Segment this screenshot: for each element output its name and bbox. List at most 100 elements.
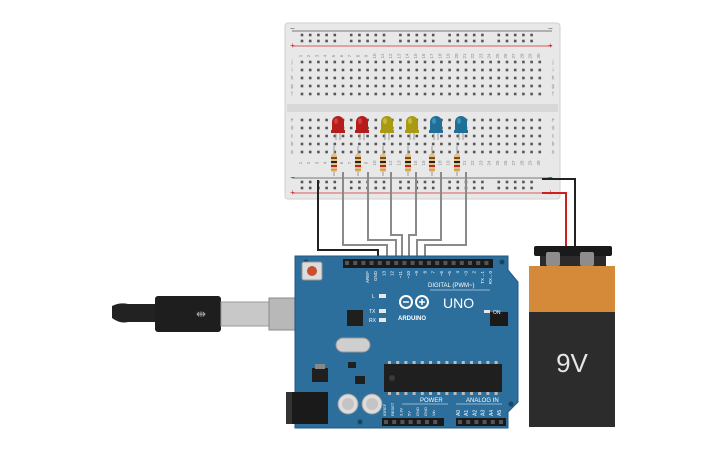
terminal-hole[interactable] xyxy=(538,126,542,130)
terminal-hole[interactable] xyxy=(308,126,312,130)
terminal-hole[interactable] xyxy=(308,60,312,64)
header-pin[interactable] xyxy=(468,261,472,265)
terminal-hole[interactable] xyxy=(440,92,443,96)
power-pin[interactable] xyxy=(408,420,413,424)
header-pin[interactable] xyxy=(410,261,415,265)
terminal-hole[interactable] xyxy=(358,142,361,146)
rail-hole[interactable] xyxy=(399,33,402,37)
power-pin[interactable] xyxy=(400,420,405,424)
terminal-hole[interactable] xyxy=(300,76,304,80)
terminal-hole[interactable] xyxy=(407,76,410,80)
terminal-hole[interactable] xyxy=(456,92,460,96)
terminal-hole[interactable] xyxy=(423,68,427,72)
terminal-hole[interactable] xyxy=(489,142,492,146)
terminal-hole[interactable] xyxy=(415,76,419,80)
terminal-hole[interactable] xyxy=(341,150,345,154)
rail-hole[interactable] xyxy=(456,39,460,43)
power-pin[interactable] xyxy=(392,420,397,424)
rail-hole[interactable] xyxy=(407,186,410,190)
terminal-hole[interactable] xyxy=(448,84,451,88)
terminal-hole[interactable] xyxy=(366,68,369,72)
header-pin[interactable] xyxy=(386,261,390,265)
rail-hole[interactable] xyxy=(300,39,304,43)
terminal-hole[interactable] xyxy=(522,76,525,80)
terminal-hole[interactable] xyxy=(431,76,435,80)
terminal-hole[interactable] xyxy=(472,92,476,96)
rail-hole[interactable] xyxy=(407,39,410,43)
terminal-hole[interactable] xyxy=(464,150,468,154)
rail-hole[interactable] xyxy=(308,180,312,184)
terminal-hole[interactable] xyxy=(407,84,410,88)
terminal-hole[interactable] xyxy=(530,126,533,130)
terminal-hole[interactable] xyxy=(497,142,501,146)
terminal-hole[interactable] xyxy=(431,92,435,96)
terminal-hole[interactable] xyxy=(317,142,320,146)
terminal-hole[interactable] xyxy=(366,92,369,96)
terminal-hole[interactable] xyxy=(349,60,353,64)
terminal-hole[interactable] xyxy=(431,60,435,64)
rail-hole[interactable] xyxy=(522,186,525,190)
terminal-hole[interactable] xyxy=(390,84,394,88)
header-pin[interactable] xyxy=(427,261,431,265)
power-jack[interactable] xyxy=(286,392,328,424)
terminal-hole[interactable] xyxy=(481,68,484,72)
terminal-hole[interactable] xyxy=(538,118,542,122)
terminal-hole[interactable] xyxy=(448,76,451,80)
analog-pin[interactable] xyxy=(466,420,471,424)
resistor[interactable] xyxy=(355,146,361,176)
header-pin[interactable] xyxy=(443,261,448,265)
terminal-hole[interactable] xyxy=(407,150,410,154)
terminal-hole[interactable] xyxy=(382,60,386,64)
terminal-hole[interactable] xyxy=(513,150,517,154)
rail-hole[interactable] xyxy=(308,33,312,37)
terminal-hole[interactable] xyxy=(505,68,509,72)
usb-cable[interactable]: ⇹ xyxy=(112,296,326,332)
header-pin[interactable] xyxy=(369,261,374,265)
terminal-hole[interactable] xyxy=(472,60,476,64)
terminal-hole[interactable] xyxy=(464,76,468,80)
terminal-hole[interactable] xyxy=(341,60,345,64)
rail-hole[interactable] xyxy=(448,180,451,184)
terminal-hole[interactable] xyxy=(349,68,353,72)
terminal-hole[interactable] xyxy=(481,118,484,122)
terminal-hole[interactable] xyxy=(472,126,476,130)
rail-hole[interactable] xyxy=(382,180,386,184)
terminal-hole[interactable] xyxy=(456,68,460,72)
terminal-hole[interactable] xyxy=(464,134,468,138)
terminal-hole[interactable] xyxy=(382,142,386,146)
rail-hole[interactable] xyxy=(513,180,517,184)
terminal-hole[interactable] xyxy=(505,76,509,80)
terminal-hole[interactable] xyxy=(333,84,337,88)
terminal-hole[interactable] xyxy=(349,118,353,122)
terminal-hole[interactable] xyxy=(325,118,328,122)
terminal-hole[interactable] xyxy=(530,84,533,88)
terminal-hole[interactable] xyxy=(497,92,501,96)
terminal-hole[interactable] xyxy=(374,150,378,154)
terminal-hole[interactable] xyxy=(538,76,542,80)
header-pin[interactable] xyxy=(476,261,481,265)
terminal-hole[interactable] xyxy=(538,84,542,88)
terminal-hole[interactable] xyxy=(440,134,443,138)
led[interactable] xyxy=(454,116,468,140)
terminal-hole[interactable] xyxy=(374,60,378,64)
terminal-hole[interactable] xyxy=(317,68,320,72)
terminal-hole[interactable] xyxy=(472,76,476,80)
analog-pin[interactable] xyxy=(499,420,503,424)
analog-pin[interactable] xyxy=(474,420,479,424)
terminal-hole[interactable] xyxy=(505,118,509,122)
terminal-hole[interactable] xyxy=(481,150,484,154)
rail-hole[interactable] xyxy=(300,180,304,184)
header-pin[interactable] xyxy=(394,261,399,265)
terminal-hole[interactable] xyxy=(497,76,501,80)
terminal-hole[interactable] xyxy=(399,142,402,146)
rail-hole[interactable] xyxy=(333,39,337,43)
terminal-hole[interactable] xyxy=(497,126,501,130)
terminal-hole[interactable] xyxy=(399,92,402,96)
rail-hole[interactable] xyxy=(481,33,484,37)
rail-hole[interactable] xyxy=(431,186,435,190)
terminal-hole[interactable] xyxy=(358,134,361,138)
terminal-hole[interactable] xyxy=(341,134,345,138)
terminal-hole[interactable] xyxy=(472,134,476,138)
rail-hole[interactable] xyxy=(505,39,509,43)
